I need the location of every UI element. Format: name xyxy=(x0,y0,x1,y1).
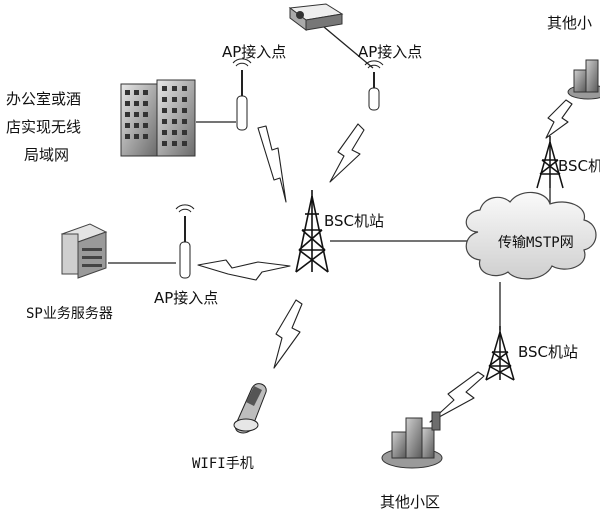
wireless-links xyxy=(197,99,573,423)
phone-label: WIFI手机 xyxy=(192,456,254,472)
other-area-top-label: 其他小 xyxy=(547,14,593,32)
projector-icon xyxy=(288,3,344,31)
lightning-icon xyxy=(273,299,303,369)
bsc-bottom-label: BSC机站 xyxy=(518,343,579,361)
tower-icon xyxy=(536,136,564,189)
cloud-icon xyxy=(465,191,597,280)
office-label-line2: 店实现无线 xyxy=(6,118,82,136)
bsc-right-top-label: BSC机 xyxy=(558,157,600,175)
connection-lines xyxy=(108,21,551,330)
phone-icon xyxy=(233,383,267,434)
building-icon xyxy=(120,79,196,157)
ap-left-label: AP接入点 xyxy=(154,289,219,307)
ap-top-right-label: AP接入点 xyxy=(358,43,423,61)
server-label: SP业务服务器 xyxy=(26,306,113,322)
ap-icon xyxy=(175,204,195,279)
link-projector-ap xyxy=(317,21,374,69)
tower-icon xyxy=(295,190,329,273)
other-area-bottom-label: 其他小区 xyxy=(380,493,441,511)
lightning-icon xyxy=(197,259,291,281)
cloud-label: 传输MSTP网 xyxy=(498,235,574,251)
city-icon xyxy=(381,411,443,469)
server-icon xyxy=(60,223,108,279)
city-icon xyxy=(567,59,600,100)
office-label-line1: 办公室或酒 xyxy=(6,90,82,108)
ap-icon xyxy=(364,60,384,111)
ap-icon xyxy=(232,58,252,131)
lightning-icon xyxy=(257,125,287,203)
lightning-icon xyxy=(429,371,485,423)
office-label-line3: 局域网 xyxy=(24,146,70,164)
ap-top-left-label: AP接入点 xyxy=(222,43,287,61)
tower-icon xyxy=(485,326,515,381)
lightning-icon xyxy=(545,99,573,139)
bsc-center-label: BSC机站 xyxy=(324,212,385,230)
lightning-icon xyxy=(329,123,365,183)
